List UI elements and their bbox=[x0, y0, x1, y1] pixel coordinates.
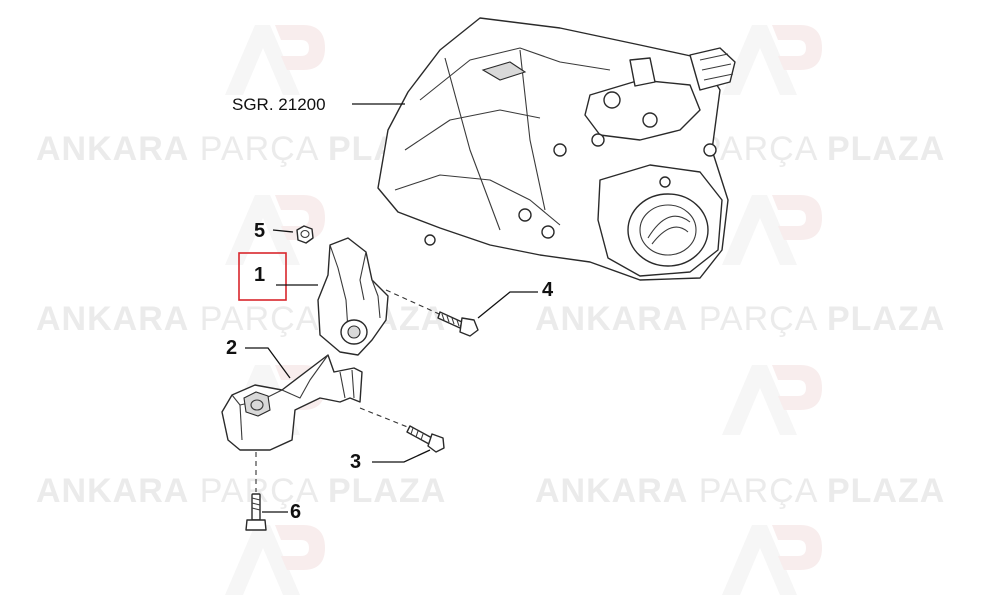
leader-line-5 bbox=[272, 229, 294, 233]
gearbox-housing bbox=[377, 17, 736, 281]
watermark-logo bbox=[722, 525, 822, 595]
watermark-logo bbox=[722, 195, 822, 265]
watermark-logo bbox=[225, 25, 325, 95]
part-2-mount bbox=[221, 354, 363, 451]
watermark-logo bbox=[722, 365, 822, 435]
callout-1-highlight-box bbox=[238, 252, 287, 301]
assembly-line-4 bbox=[385, 289, 449, 319]
leader-line-2 bbox=[245, 347, 291, 379]
part-4-bolt bbox=[437, 311, 479, 337]
part-3-bolt bbox=[406, 425, 445, 453]
watermark-logo bbox=[225, 525, 325, 595]
leader-line-4 bbox=[477, 291, 538, 319]
callout-1: 1 bbox=[254, 264, 265, 286]
part-1-bracket bbox=[317, 237, 389, 356]
callout-6: 6 bbox=[290, 501, 301, 523]
watermark-text: ANKARA PARÇA PLAZA bbox=[535, 300, 945, 338]
reference-label: SGR. 21200 bbox=[232, 95, 326, 114]
callout-4: 4 bbox=[542, 279, 554, 301]
watermark-logo bbox=[722, 25, 822, 95]
watermark-text: ANKARA PARÇA PLAZA bbox=[36, 472, 446, 510]
callout-5: 5 bbox=[254, 220, 265, 242]
callout-3: 3 bbox=[350, 451, 361, 473]
watermark-logos bbox=[225, 25, 822, 595]
callout-2: 2 bbox=[226, 337, 237, 359]
part-6-bolt bbox=[245, 493, 267, 531]
leader-line-3 bbox=[372, 449, 431, 463]
assembly-line-3 bbox=[359, 407, 411, 429]
part-5-nut bbox=[296, 225, 314, 244]
watermark-text: ANKARA PARÇA PLAZA bbox=[535, 472, 945, 510]
